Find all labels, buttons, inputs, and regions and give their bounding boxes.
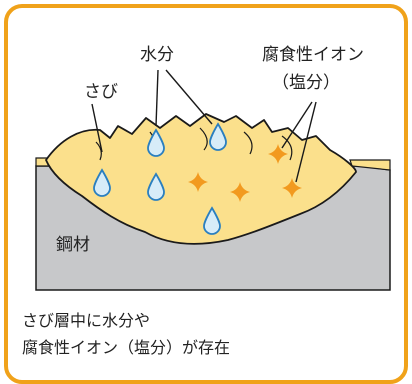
corrosion-diagram: さび 水分 腐食性イオン （塩分） 鋼材 [35, 45, 391, 291]
water-droplet [93, 168, 111, 197]
water-droplet [147, 172, 165, 201]
ion-sparkle [230, 182, 250, 202]
water-droplets [93, 122, 227, 235]
caption: さび層中に水分や 腐食性イオン（塩分）が存在 [22, 307, 230, 361]
rust-surface-right [349, 159, 391, 171]
ion-sparkle [268, 144, 288, 164]
label-rust: さび [84, 82, 118, 102]
caption-line1: さび層中に水分や [22, 311, 151, 330]
label-ion-line2: （塩分） [272, 73, 340, 93]
water-droplet [203, 206, 221, 235]
corrosive-ions [188, 144, 302, 202]
rust-leader [91, 103, 103, 153]
ion-leader-left [281, 101, 313, 149]
ion-leader-right [295, 101, 317, 183]
water-droplet [147, 128, 165, 157]
water-droplet [209, 122, 227, 151]
caption-line2: 腐食性イオン（塩分）が存在 [22, 338, 231, 357]
label-ion-line1: 腐食性イオン [262, 45, 364, 65]
label-water: 水分 [140, 45, 174, 65]
orange-frame [4, 4, 408, 384]
ion-sparkle [188, 172, 208, 192]
water-leader-right [165, 69, 213, 125]
water-leader-left [155, 69, 159, 127]
ion-sparkle [282, 178, 302, 198]
label-steel: 鋼材 [56, 235, 90, 255]
